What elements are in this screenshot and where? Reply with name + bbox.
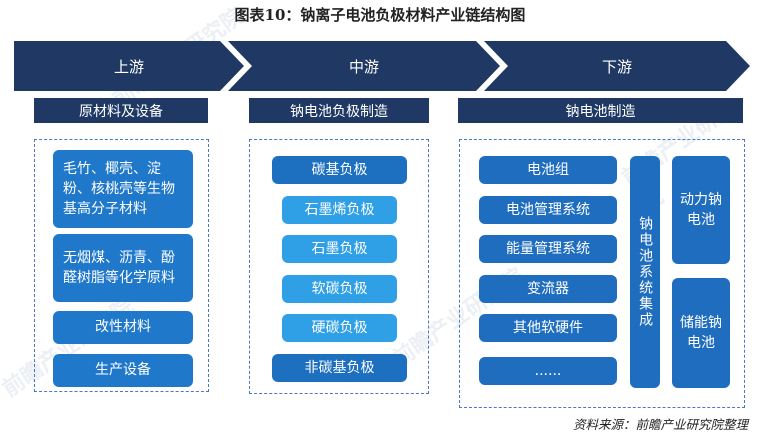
midstream-item-carbon: 碳基负极 [272, 156, 407, 184]
midstream-panel [249, 139, 429, 394]
midstream-item-graphite: 石墨负极 [282, 235, 397, 263]
upstream-item-modified: 改性材料 [53, 311, 193, 344]
downstream-item-pack: 电池组 [479, 156, 617, 184]
midstream-item-hard-carbon: 硬碳负极 [282, 314, 397, 342]
downstream-item-converter: 变流器 [479, 275, 617, 303]
stage-arrow-downstream: 下游 [484, 41, 750, 91]
upstream-item-chemical: 无烟煤、沥青、酚醛树脂等化学原料 [53, 234, 193, 302]
midstream-item-graphene: 石墨烯负极 [282, 196, 397, 224]
midstream-item-non-carbon: 非碳基负极 [272, 354, 407, 382]
upstream-panel [34, 139, 209, 392]
stage-arrow-midstream: 中游 [228, 41, 500, 91]
midstream-header: 钠电池负极制造 [249, 98, 429, 123]
downstream-item-ems: 能量管理系统 [479, 235, 617, 263]
downstream-panel [459, 139, 745, 408]
source-note: 资料来源：前瞻产业研究院整理 [572, 417, 748, 432]
application-storage-battery: 储能钠电池 [672, 278, 730, 388]
downstream-item-other: 其他软硬件 [479, 314, 617, 342]
upstream-item-equipment: 生产设备 [53, 354, 193, 387]
stage-arrow-upstream: 上游 [14, 41, 244, 91]
system-integration-box: 钠电池系统集成 [630, 156, 660, 388]
downstream-item-more: ...... [479, 357, 617, 385]
downstream-item-bms: 电池管理系统 [479, 196, 617, 224]
diagram-title: 图表10：钠离子电池负极材料产业链结构图 [234, 6, 526, 24]
downstream-header: 钠电池制造 [458, 98, 743, 123]
upstream-header: 原材料及设备 [34, 98, 208, 123]
upstream-item-biomass: 毛竹、椰壳、淀粉、核桃壳等生物基高分子材料 [53, 150, 193, 228]
midstream-item-soft-carbon: 软碳负极 [282, 275, 397, 303]
application-power-battery: 动力钠电池 [672, 156, 730, 264]
